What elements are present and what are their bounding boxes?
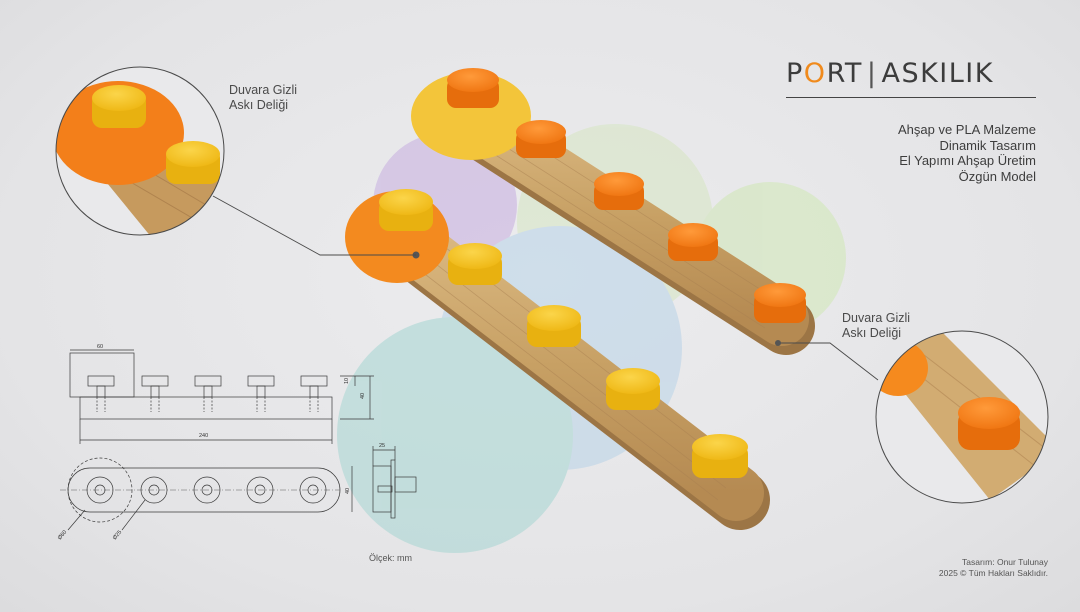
brand-title: PORT|ASKILIK: [786, 58, 1038, 89]
back-pegs: [447, 68, 806, 323]
brand-letter-o: O: [803, 58, 827, 89]
technical-drawing: [60, 349, 417, 531]
deco-circle-teal: [337, 317, 573, 553]
front-hanger: [345, 189, 770, 530]
brand-letter-p: P: [786, 58, 804, 89]
callout-right-line2: Askı Deliği: [842, 326, 902, 340]
callout-left-line1: Duvara Gizli: [229, 83, 298, 97]
front-pegs: [379, 189, 748, 478]
dim-side-height: 40: [345, 488, 351, 494]
feature-item: Dinamik Tasarım: [939, 137, 1036, 153]
top-view-body: [67, 467, 341, 513]
feature-item: Özgün Model: [958, 168, 1036, 184]
dim-height: 40: [360, 393, 366, 399]
dim-side-width: 25: [379, 443, 385, 449]
brand-header: PORT|ASKILIK: [786, 58, 1038, 98]
dim-dia-peg: Ø25: [112, 529, 123, 541]
brand-product-name: ASKILIK: [881, 58, 994, 89]
copyright-notice: 2025 © Tüm Hakları Saklıdır.: [938, 568, 1048, 578]
callout-left: Duvara Gizli Askı Deliği: [229, 83, 297, 113]
front-view-plate: [69, 352, 135, 398]
back-wall-plate: [411, 72, 531, 160]
brand-underline: [786, 97, 1036, 98]
feature-item: Ahşap ve PLA Malzeme: [897, 122, 1036, 137]
front-view-body: [79, 396, 333, 420]
scale-label: Ölçek: mm: [369, 553, 413, 563]
dim-plate: 60: [97, 344, 103, 350]
designer-credit: Tasarım: Onur Tulunay: [962, 557, 1048, 567]
callout-right-line1: Duvara Gizli: [842, 311, 911, 325]
dim-dia-plate: Ø60: [57, 529, 68, 541]
callout-right: Duvara Gizli Askı Deliği: [842, 311, 910, 341]
dim-width: 240: [199, 433, 208, 439]
top-view-plate: [67, 457, 133, 523]
front-view-pegs: [87, 375, 328, 412]
brand-letters-rt: RT: [826, 58, 863, 89]
credits: Tasarım: Onur Tulunay 2025 © Tüm Hakları…: [880, 557, 1048, 579]
callout-left-line2: Askı Deliği: [229, 98, 289, 112]
back-hanger: [411, 68, 815, 355]
dim-peg: 10: [344, 378, 350, 384]
right-detail-magnifier: [775, 330, 1049, 504]
brand-separator: |: [866, 58, 878, 89]
feature-item: El Yapımı Ahşap Üretim: [899, 153, 1036, 168]
feature-list: Ahşap ve PLA Malzeme Dinamik Tasarım El …: [840, 122, 1036, 184]
